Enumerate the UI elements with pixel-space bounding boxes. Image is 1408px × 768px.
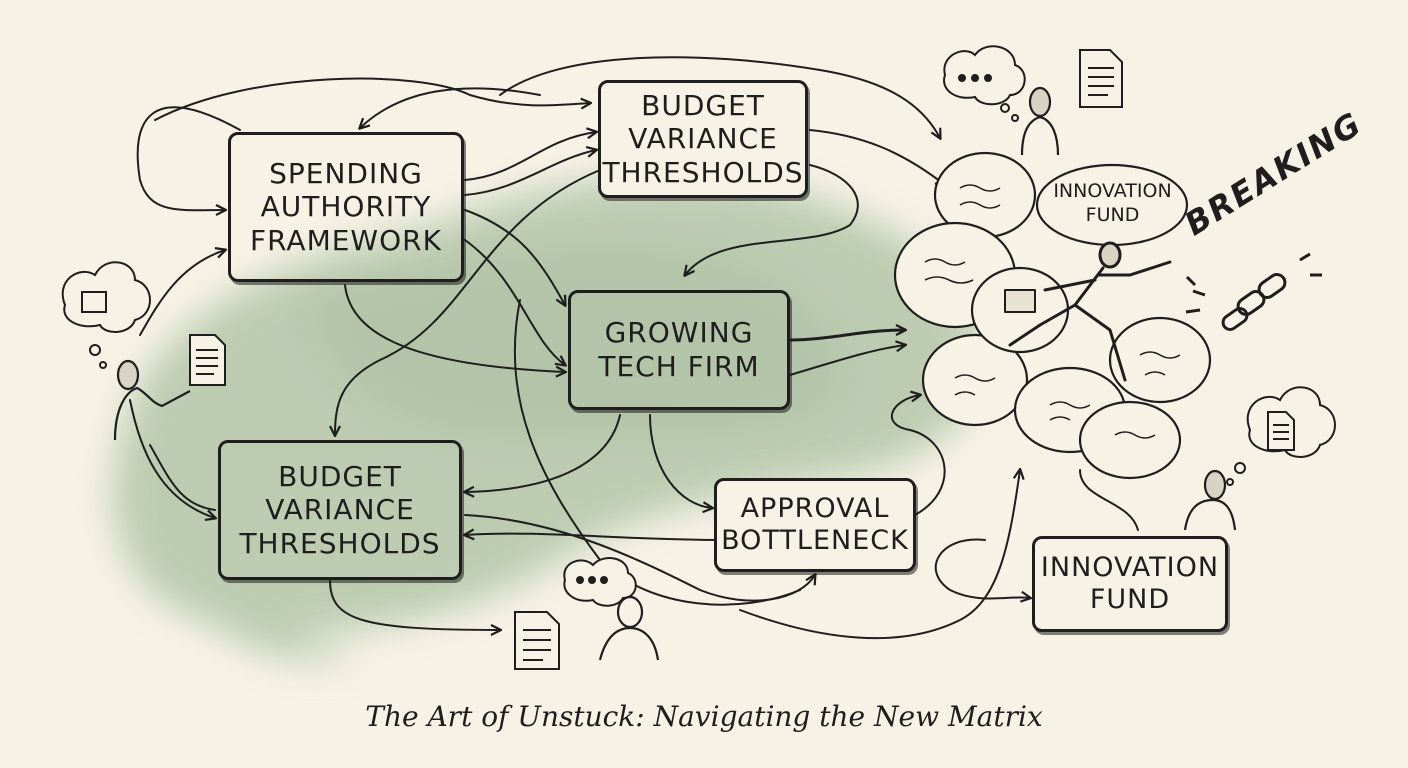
thought-cloud-top (943, 45, 1026, 122)
connector (499, 56, 940, 138)
running-person-icon (1004, 241, 1172, 382)
scribble-lines (924, 184, 1181, 439)
connector (464, 132, 596, 181)
node-innovation-fund: INNOVATION FUND (1032, 536, 1228, 632)
document-icon (514, 611, 560, 670)
person-icon-right (1183, 469, 1237, 531)
node-growing-tech-firm: GROWING TECH FIRM (568, 290, 790, 410)
document-icon (189, 334, 226, 386)
connector (129, 399, 215, 518)
connector (465, 414, 621, 492)
node-label: BUDGET VARIANCE THRESHOLDS (239, 459, 441, 560)
node-approval-bottleneck: APPROVAL BOTTLENECK (714, 478, 916, 572)
connector (649, 414, 712, 508)
connectors (129, 56, 1139, 640)
person-icon-top (1020, 86, 1060, 156)
node-label: APPROVAL BOTTLENECK (721, 492, 909, 556)
document-icon (1079, 49, 1123, 108)
connector (360, 87, 541, 128)
connector (335, 169, 601, 435)
connector (136, 106, 241, 210)
speech-bubble (1108, 316, 1212, 404)
connector (329, 579, 500, 630)
connector (464, 239, 565, 365)
node-label: GROWING TECH FIRM (598, 316, 760, 383)
connector (789, 345, 905, 376)
node-label: BUDGET VARIANCE THRESHOLDS (602, 88, 804, 189)
connector (149, 444, 216, 511)
node-label: SPENDING AUTHORITY FRAMEWORK (250, 156, 442, 257)
connector (464, 150, 596, 196)
connector (788, 330, 905, 342)
watercolor-wash (112, 176, 984, 663)
connector (1079, 469, 1139, 531)
broken-chain-icon (1185, 252, 1322, 331)
connector (344, 284, 565, 372)
thought-cloud-bottom (563, 557, 637, 607)
document-icon (1267, 411, 1295, 451)
node-budget-variance-thresholds-top: BUDGET VARIANCE THRESHOLDS (598, 80, 808, 198)
connector (890, 395, 946, 516)
thought-cloud-left (61, 261, 151, 369)
connector (685, 164, 859, 275)
speech-bubble (1078, 400, 1182, 480)
node-label: INNOVATION FUND (1040, 551, 1220, 615)
speech-bubble (921, 333, 1029, 427)
connector (739, 470, 1020, 640)
connector (809, 129, 945, 185)
connector (934, 538, 1030, 599)
diagram-caption: The Art of Unstuck: Navigating the New M… (365, 700, 1043, 733)
person-icon-left (113, 359, 191, 441)
connector (139, 250, 225, 336)
person-icon-bottom (598, 595, 660, 661)
connector (464, 209, 565, 305)
innovation-fund-bubble-label: INNOVATION FUND (1053, 180, 1172, 226)
connector (154, 77, 590, 121)
node-spending-authority-framework: SPENDING AUTHORITY FRAMEWORK (228, 132, 464, 282)
node-budget-variance-thresholds-bottom: BUDGET VARIANCE THRESHOLDS (218, 440, 462, 580)
